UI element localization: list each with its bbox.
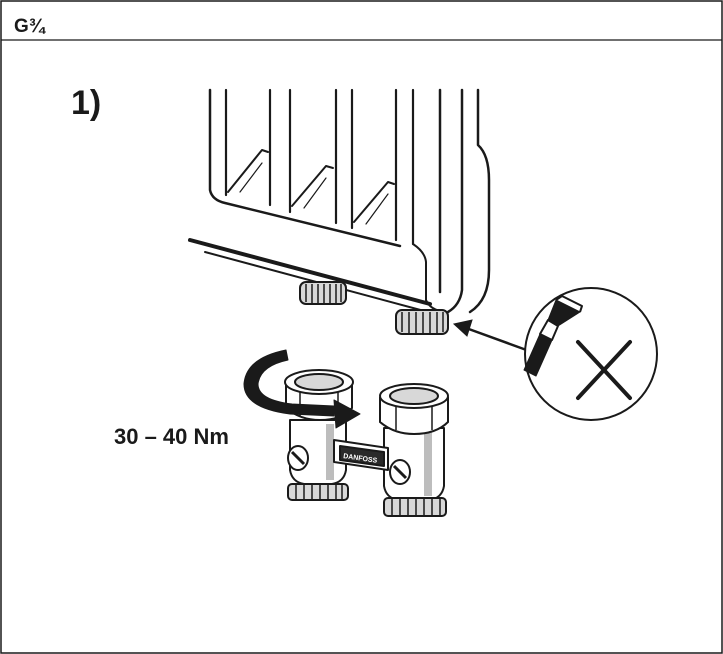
no-sealant-inset bbox=[523, 287, 658, 421]
pointer-arrow-icon bbox=[452, 319, 533, 354]
rotation-arrow-icon bbox=[243, 349, 361, 429]
radiator bbox=[188, 88, 491, 314]
step-number: 1) bbox=[71, 84, 102, 122]
brush-icon bbox=[523, 295, 583, 377]
left-connection-nipple bbox=[299, 281, 347, 305]
valve-body bbox=[287, 419, 447, 517]
right-union-nut bbox=[379, 383, 449, 436]
cross-icon bbox=[576, 340, 632, 400]
torque-label: 30 – 40 Nm bbox=[114, 424, 229, 449]
thread-size-label: G¾ bbox=[14, 16, 45, 37]
right-connection-nipple bbox=[395, 309, 449, 335]
